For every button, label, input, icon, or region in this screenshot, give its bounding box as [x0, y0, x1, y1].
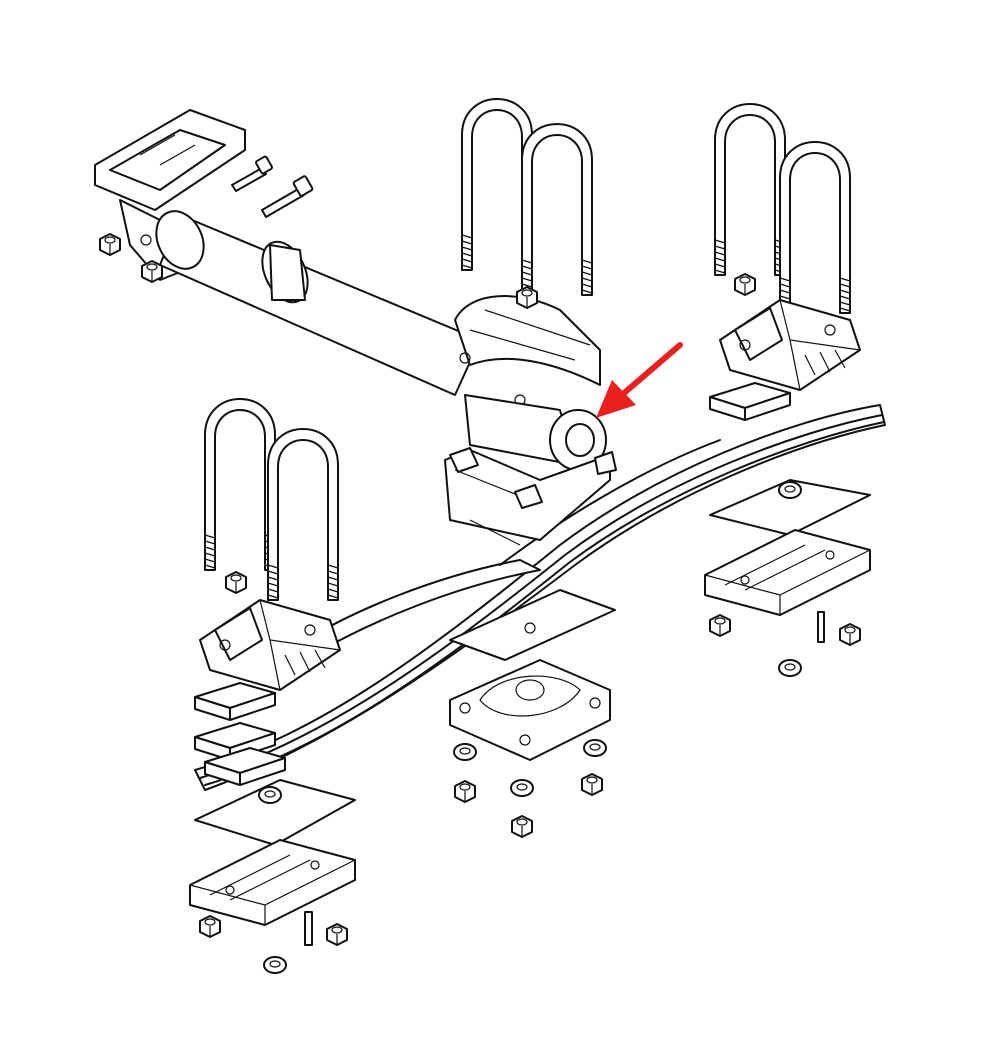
- spring-seat-icon: [199, 599, 341, 691]
- hex-nut-icon: [141, 260, 163, 283]
- u-bolt-icon: [521, 123, 593, 296]
- washer-icon: [510, 779, 534, 797]
- bolt-icon: [304, 911, 313, 946]
- pad-icon: [709, 382, 791, 421]
- hex-nut-icon: [581, 773, 603, 796]
- washer-icon: [263, 956, 287, 974]
- hex-nut-icon: [199, 915, 221, 938]
- washer-icon: [258, 786, 282, 804]
- spring-plate-icon: [189, 839, 356, 926]
- hex-nut-icon: [734, 273, 756, 296]
- hex-nut-icon: [839, 623, 861, 646]
- pad-icon: [194, 682, 276, 721]
- washer-icon: [583, 739, 607, 757]
- hex-nut-icon: [326, 923, 348, 946]
- spring-seat-icon: [719, 299, 861, 391]
- hex-nut-icon: [511, 815, 533, 838]
- hex-nut-icon: [516, 286, 538, 309]
- hex-nut-icon: [454, 780, 476, 803]
- center-clamp-lower: [444, 447, 617, 546]
- hex-nut-icon: [709, 614, 731, 637]
- u-bolt-icon: [714, 103, 786, 276]
- washer-icon: [778, 481, 802, 499]
- bolt-icon: [817, 611, 825, 643]
- u-bolt-icon: [204, 398, 276, 571]
- center-plate: [449, 659, 611, 761]
- leaf-spring: [194, 404, 886, 791]
- fasteners: [99, 233, 861, 974]
- spring-plates: [194, 479, 871, 846]
- washer-icon: [778, 659, 802, 677]
- spring-plate-icon: [704, 529, 871, 616]
- washer-icon: [453, 743, 477, 761]
- callout-arrow: [596, 342, 683, 418]
- u-bolt-icon: [267, 428, 339, 601]
- hanger-bolts: [231, 155, 314, 218]
- hex-nut-icon: [99, 233, 121, 256]
- u-bolt-icon: [779, 141, 851, 314]
- axle-tube: [155, 210, 481, 396]
- center-clamp-upper: [454, 290, 601, 406]
- hex-nut-icon: [225, 571, 247, 594]
- bushing: [464, 394, 607, 471]
